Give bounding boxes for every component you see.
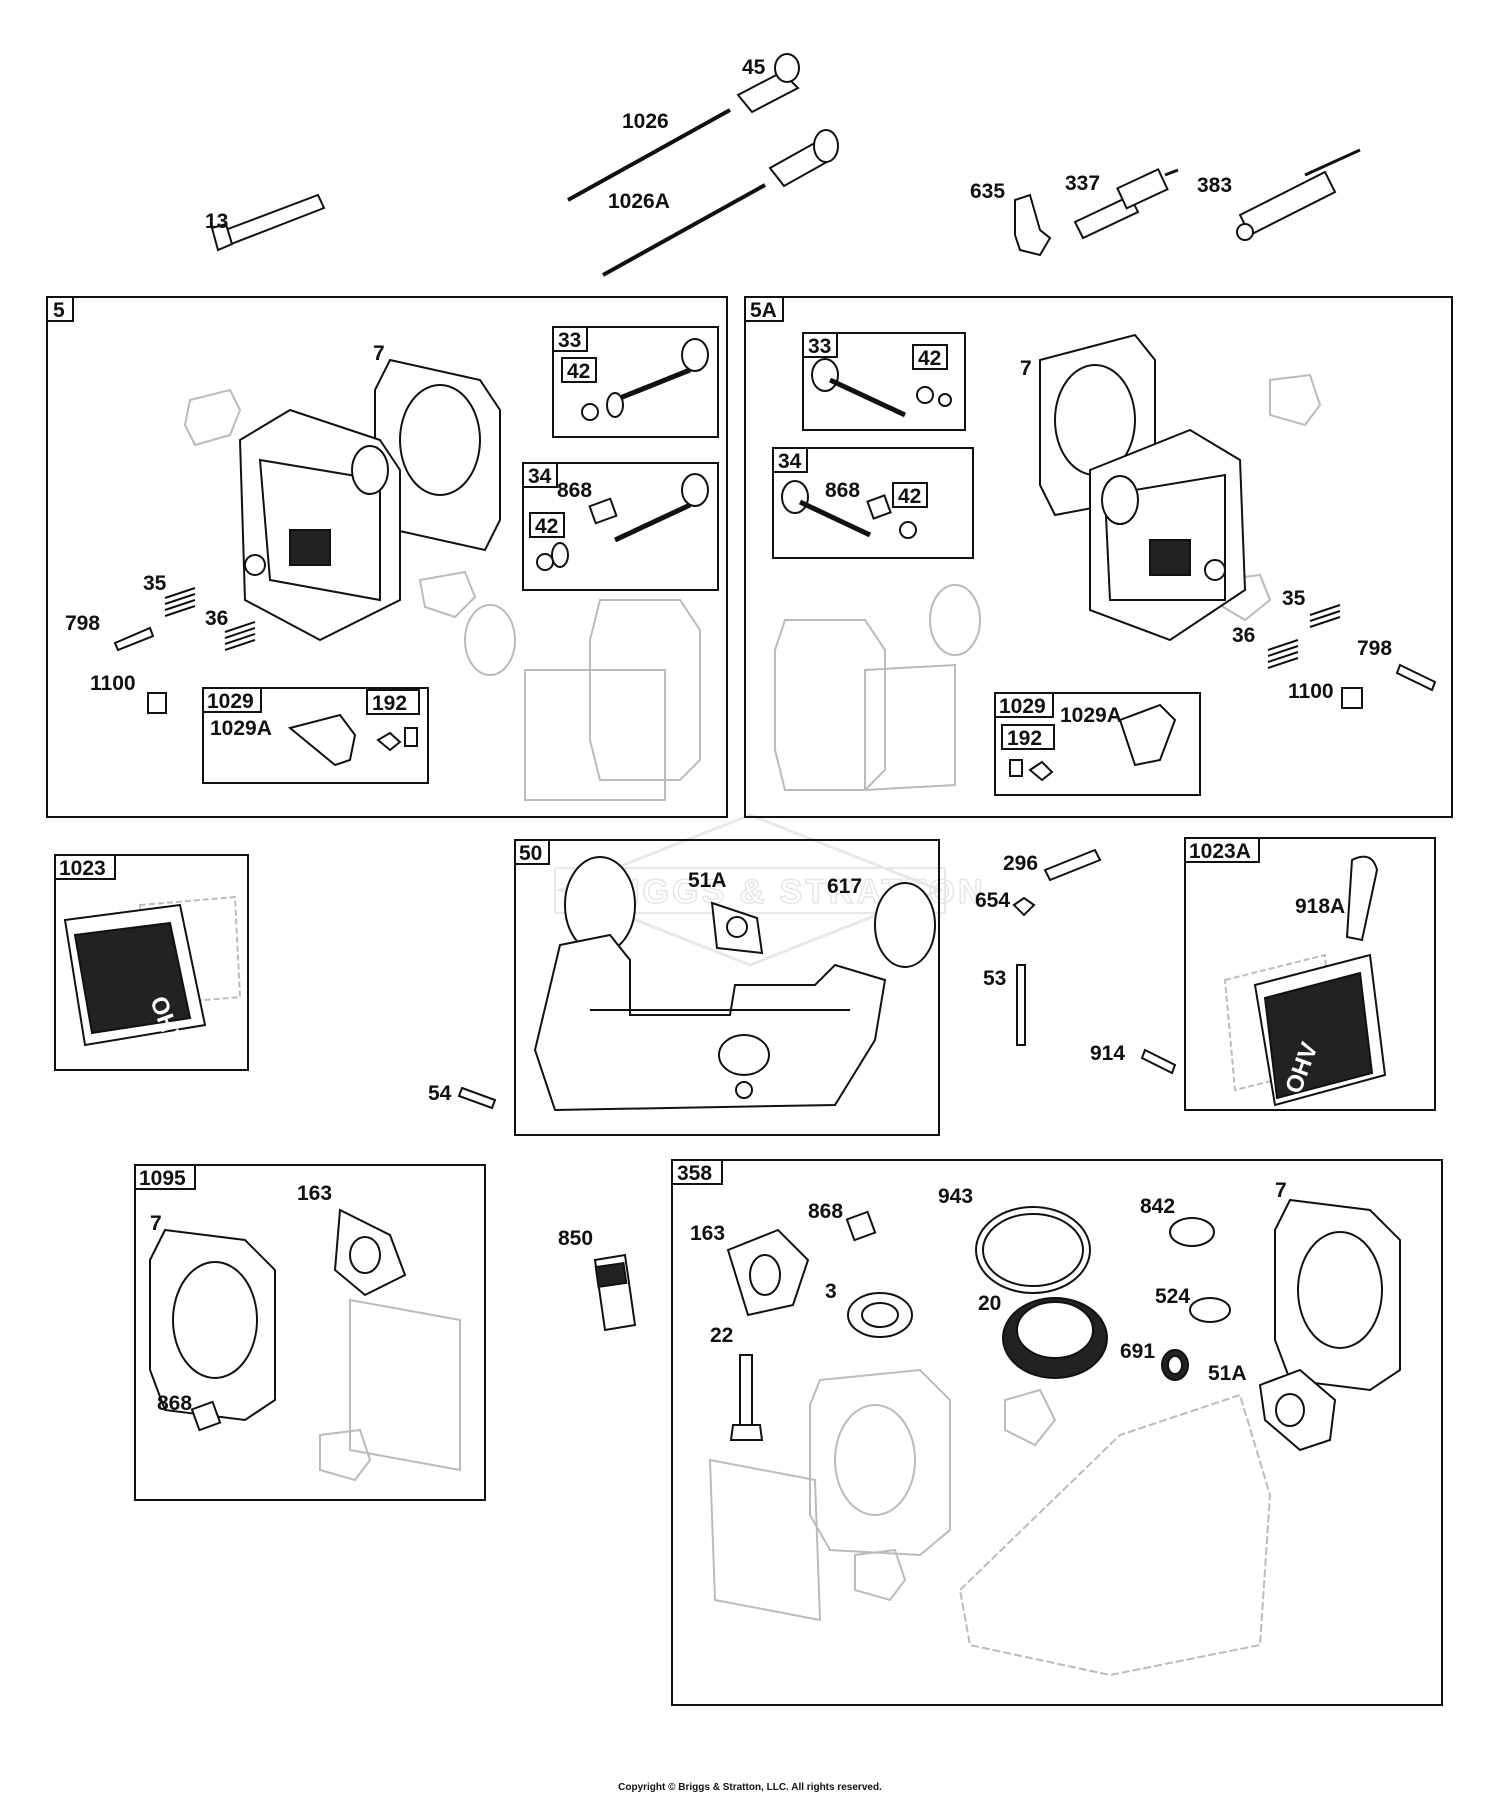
label-c-36: 36 <box>1232 624 1255 647</box>
box-label-358: 358 <box>677 1162 712 1185</box>
spring-35 <box>164 587 196 617</box>
box-label-5-33: 33 <box>558 329 581 352</box>
box-label-5: 5 <box>53 299 65 322</box>
valve-guide-45 <box>736 53 800 114</box>
label-a-7: 7 <box>373 342 385 365</box>
label-h-163: 163 <box>690 1222 725 1245</box>
label-d-51A: 51A <box>688 869 727 892</box>
box-label-50: 50 <box>519 842 542 865</box>
label-c-798: 798 <box>1357 637 1392 660</box>
gasket-ring-617 <box>874 882 936 968</box>
label-h-7: 7 <box>1275 1179 1287 1202</box>
box-label-5A-34: 34 <box>778 450 802 473</box>
label-h-691: 691 <box>1120 1340 1155 1363</box>
cylinder-head-5A <box>1089 428 1247 642</box>
label-h-3: 3 <box>825 1280 837 1303</box>
box-label-5-33-42: 42 <box>567 360 590 383</box>
label-a-798: 798 <box>65 612 100 635</box>
label-f-163: 163 <box>297 1182 332 1205</box>
label-h-20: 20 <box>978 1292 1001 1315</box>
label-a-36: 36 <box>205 607 228 630</box>
box-label-5A: 5A <box>750 299 777 322</box>
box-label-5A-33: 33 <box>808 335 831 358</box>
spring-5A-36 <box>1267 639 1299 669</box>
push-rod-1026 <box>567 108 731 202</box>
label-c-1029A: 1029A <box>1060 704 1122 727</box>
spark-plug-wrench-383 <box>1236 148 1361 241</box>
box-label-1095: 1095 <box>139 1167 186 1190</box>
sealant-tube-850 <box>593 1253 637 1332</box>
box-label-5-192: 192 <box>372 692 407 715</box>
label-h-842: 842 <box>1140 1195 1175 1218</box>
box-label-5A-1029: 1029 <box>999 695 1046 718</box>
label-1026: 1026 <box>622 110 669 133</box>
label-h-943: 943 <box>938 1185 973 1208</box>
box-50: 50 51A 617 <box>514 839 940 1136</box>
label-d-617: 617 <box>827 875 862 898</box>
label-c-7: 7 <box>1020 357 1032 380</box>
label-h-868: 868 <box>808 1200 843 1223</box>
label-45: 45 <box>742 56 766 79</box>
label-a-1100: 1100 <box>90 672 136 695</box>
label-f-7: 7 <box>150 1212 162 1235</box>
label-383: 383 <box>1197 174 1232 197</box>
box-label-5-34: 34 <box>528 465 552 488</box>
label-13: 13 <box>205 210 228 233</box>
box-label-5A-192: 192 <box>1007 727 1042 750</box>
spark-plug-337 <box>1073 167 1179 240</box>
label-d-54: 54 <box>428 1082 452 1105</box>
valve-cover-1023: OHV <box>63 903 207 1051</box>
spark-plug-boot-635 <box>1014 193 1052 257</box>
label-f-868: 868 <box>157 1392 192 1415</box>
label-337: 337 <box>1065 172 1100 195</box>
valve-guide-1026A <box>768 129 839 188</box>
label-e-654: 654 <box>975 889 1010 912</box>
label-g-850: 850 <box>558 1227 593 1250</box>
cylinder-head-5 <box>238 408 401 642</box>
exhaust-manifold-50 <box>533 933 887 1112</box>
valve-cover-1023A: OHV <box>1253 953 1387 1107</box>
label-c-868: 868 <box>825 479 860 502</box>
label-c-1100: 1100 <box>1288 680 1334 703</box>
label-a-1029A: 1029A <box>210 717 272 740</box>
box-label-5A-34-42: 42 <box>898 485 921 508</box>
spring-36 <box>224 621 256 651</box>
box-label-1023A: 1023A <box>1189 840 1251 863</box>
label-a-35: 35 <box>143 572 167 595</box>
bolt-13 <box>210 193 326 252</box>
label-a-868: 868 <box>557 479 592 502</box>
box-label-5A-33-42: 42 <box>918 347 941 370</box>
box-5: 5 7 33 42 34 868 <box>46 296 728 818</box>
label-e-918A: 918A <box>1295 895 1345 918</box>
copyright-notice: Copyright © Briggs & Stratton, LLC. All … <box>618 1782 882 1793</box>
push-rod-1026A <box>602 183 766 277</box>
label-h-51A: 51A <box>1208 1362 1247 1385</box>
label-e-296: 296 <box>1003 852 1038 875</box>
label-e-914: 914 <box>1090 1042 1125 1065</box>
box-5A: 5A 33 42 34 868 42 7 <box>744 296 1453 818</box>
box-1095: 1095 7 163 868 <box>134 1164 486 1501</box>
label-h-22: 22 <box>710 1324 733 1347</box>
box-358: 358 868 943 842 7 163 3 20 524 691 22 51… <box>671 1159 1443 1706</box>
box-1023A: 1023A 918A OHV <box>1184 837 1436 1111</box>
label-c-35: 35 <box>1282 587 1306 610</box>
label-635: 635 <box>970 180 1005 203</box>
label-1026A: 1026A <box>608 190 670 213</box>
box-label-5-34-42: 42 <box>535 515 558 538</box>
label-h-524: 524 <box>1155 1285 1190 1308</box>
box-1023: 1023 OHV <box>54 854 249 1071</box>
spring-5A-35 <box>1309 604 1341 628</box>
box-label-1023: 1023 <box>59 857 106 880</box>
label-e-53: 53 <box>983 967 1006 990</box>
box-label-5-1029: 1029 <box>207 690 254 713</box>
